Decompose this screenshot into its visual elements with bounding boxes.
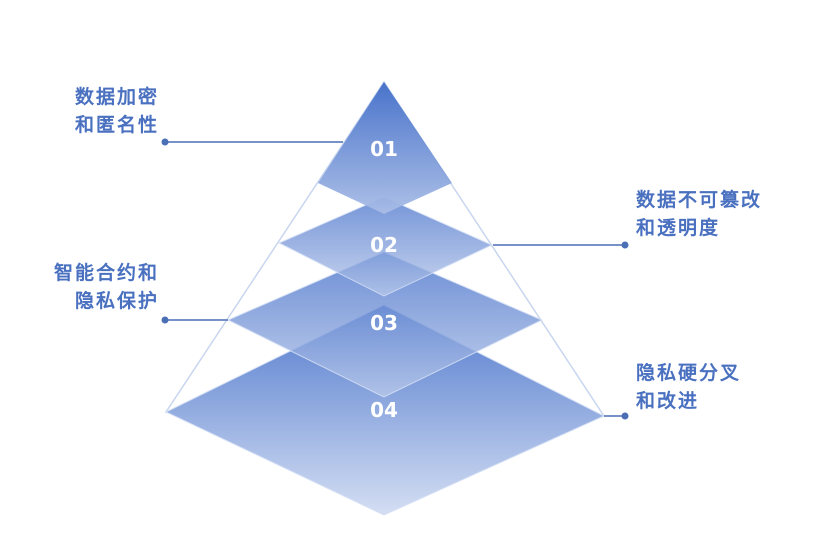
- layer-3-label-line-2: 隐私保护: [74, 290, 159, 312]
- layer-2-label: 数据不可篡改 和透明度: [636, 186, 762, 242]
- layer-4-label-line-1: 隐私硬分叉: [636, 362, 742, 384]
- connector-dot-1: [161, 138, 169, 146]
- layer-2-label-line-1: 数据不可篡改: [636, 189, 763, 211]
- layer-1-label: 数据加密 和匿名性: [75, 83, 159, 139]
- layer-4-label: 隐私硬分叉 和改进: [636, 359, 741, 415]
- layer-3-label: 智能合约和 隐私保护: [54, 259, 159, 315]
- layer-3-number: 03: [370, 311, 398, 335]
- layer-1-label-line-2: 和匿名性: [74, 114, 159, 136]
- layer-1-label-line-1: 数据加密: [74, 86, 159, 108]
- layer-2-number: 02: [370, 233, 398, 257]
- layer-2-label-line-2: 和透明度: [636, 217, 721, 239]
- layer-3-diamond: [226, 251, 544, 398]
- layer-4-number: 04: [370, 398, 398, 422]
- connector-dot-3: [161, 316, 169, 324]
- connector-dot-2: [621, 241, 629, 249]
- layer-2-diamond: [277, 196, 494, 297]
- connector-dot-4: [621, 412, 629, 420]
- layer-3-label-line-1: 智能合约和: [53, 262, 159, 284]
- layer-1-number: 01: [370, 137, 398, 161]
- layer-4-label-line-2: 和改进: [636, 390, 700, 412]
- layer-1-top: [318, 82, 452, 214]
